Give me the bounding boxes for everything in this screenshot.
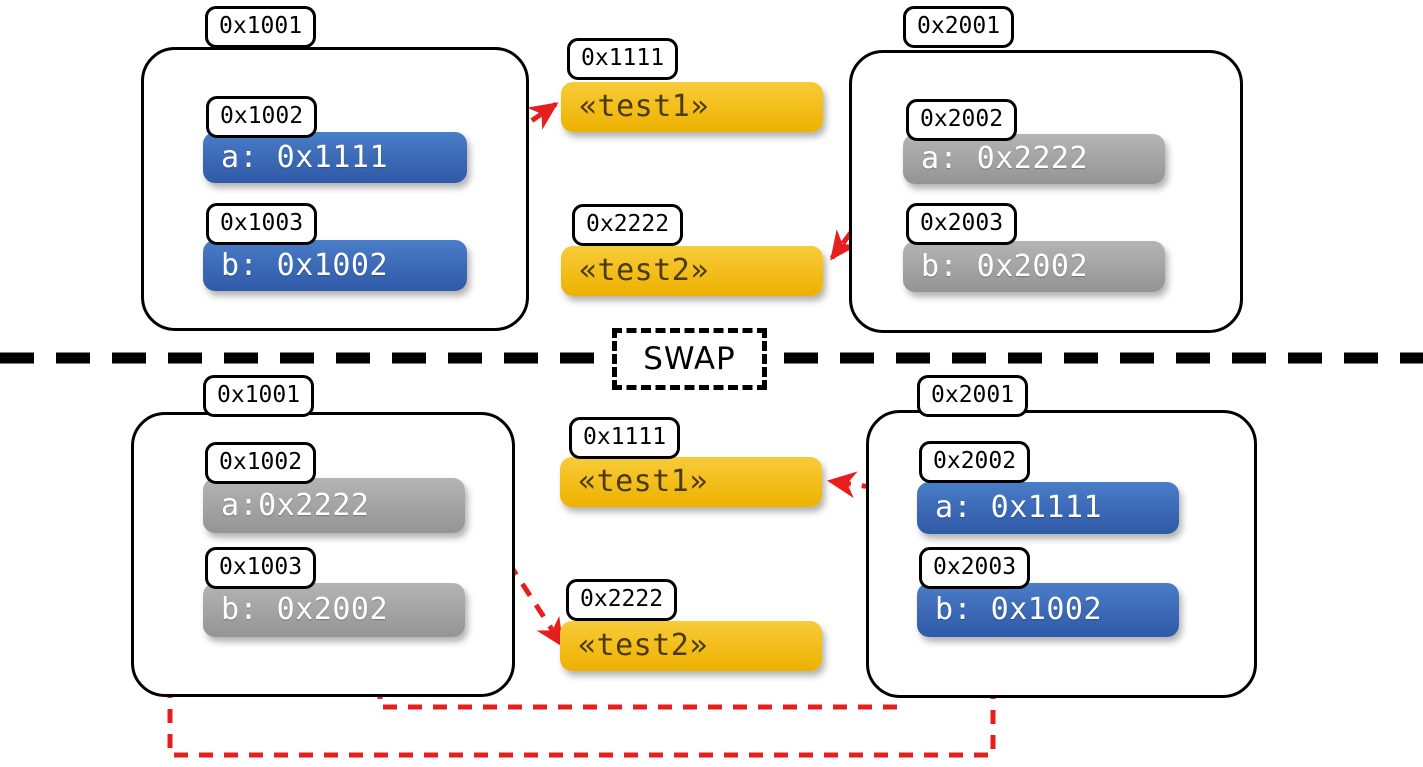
- before-heap-1: «test2»: [561, 246, 823, 296]
- after-right-slot-1-address: 0x2003: [919, 547, 1031, 589]
- before-left-slot-1: b: 0x1002: [203, 240, 467, 291]
- before-left-slot-0: a: 0x1111: [203, 132, 467, 183]
- after-left-region: [131, 412, 515, 697]
- before-right-region-address: 0x2001: [903, 6, 1015, 48]
- after-right-slot-0-address: 0x2002: [919, 441, 1031, 483]
- after-heap-0-address: 0x1111: [569, 417, 681, 459]
- before-right-slot-1-address: 0x2003: [906, 203, 1018, 245]
- before-right-slot-1: b: 0x2002: [903, 241, 1165, 292]
- before-right-slot-0: a: 0x2222: [903, 134, 1165, 184]
- after-heap-1: «test2»: [560, 621, 822, 671]
- after-right-slot-0: a: 0x1111: [917, 482, 1179, 534]
- before-left-slot-1-address: 0x1003: [206, 203, 318, 245]
- before-heap-0-address: 0x1111: [567, 38, 679, 80]
- before-heap-1-address: 0x2222: [572, 204, 684, 246]
- swap-label: SWAP: [643, 341, 736, 377]
- before-right-slot-0-address: 0x2002: [906, 99, 1018, 141]
- after-heap-0: «test1»: [560, 457, 822, 507]
- after-left-slot-0: a:0x2222: [203, 478, 465, 533]
- after-left-region-address: 0x1001: [203, 375, 315, 417]
- after-heap-1-address: 0x2222: [566, 579, 678, 621]
- swap-badge: SWAP: [612, 328, 767, 390]
- after-left-slot-1: b: 0x2002: [203, 583, 465, 637]
- after-right-slot-1: b: 0x1002: [917, 583, 1179, 637]
- after-left-slot-1-address: 0x1003: [205, 547, 317, 589]
- before-left-slot-0-address: 0x1002: [206, 96, 318, 138]
- before-heap-0: «test1»: [561, 82, 823, 132]
- before-left-region-address: 0x1001: [205, 6, 317, 48]
- after-right-region-address: 0x2001: [917, 375, 1029, 417]
- after-left-slot-0-address: 0x1002: [205, 442, 317, 484]
